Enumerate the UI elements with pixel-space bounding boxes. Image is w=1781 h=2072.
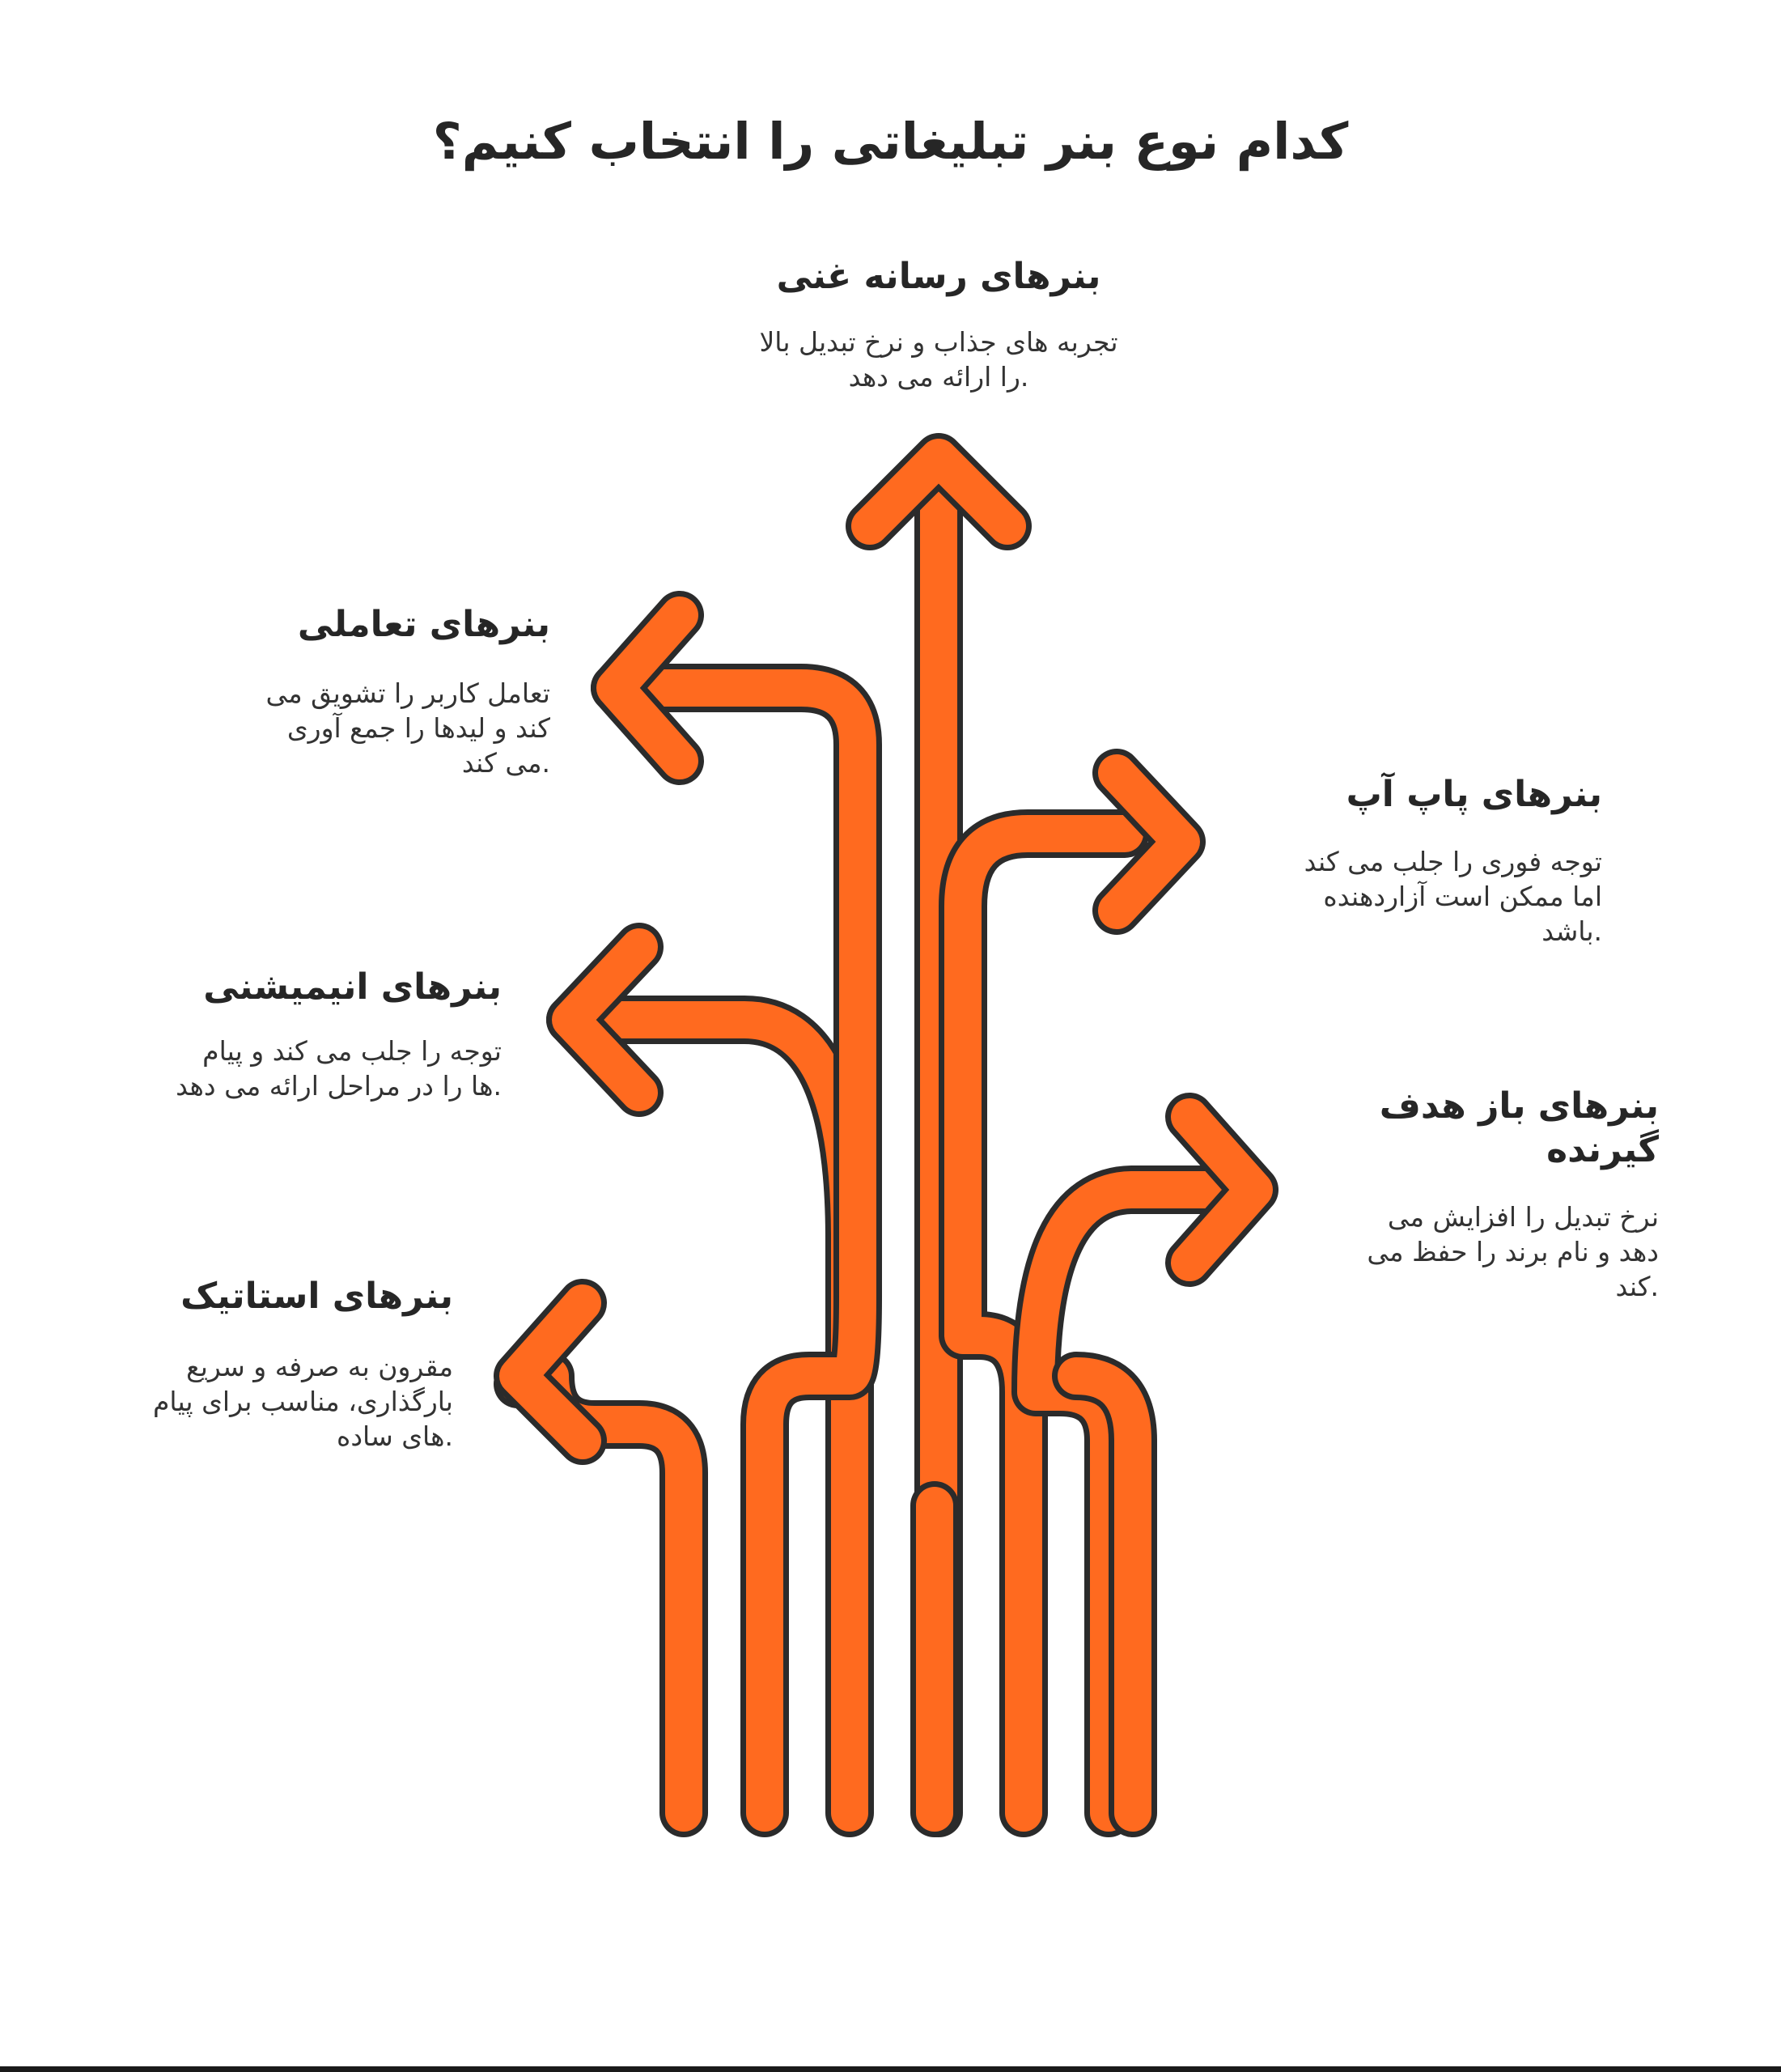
option-animated-heading: بنرهای انیمیشنی bbox=[203, 966, 502, 1008]
arrow-animated-head bbox=[552, 928, 658, 1111]
arrow-retargeting-head bbox=[1171, 1098, 1273, 1281]
arrow-side-left bbox=[1052, 1352, 1157, 1837]
arrow-interactive bbox=[591, 591, 882, 1837]
option-retargeting-desc-line-1: نرخ تبدیل را افزایش می bbox=[1387, 1201, 1659, 1233]
arrow-interactive-head bbox=[596, 597, 698, 779]
option-interactive-desc-line-2: کند و لیدها را جمع آوری bbox=[286, 712, 550, 744]
arrow-popup-head bbox=[1098, 754, 1200, 929]
arrow-rich-media-head bbox=[851, 439, 1026, 545]
option-interactive-desc-line-1: تعامل کاربر را تشویق می bbox=[265, 677, 550, 709]
option-animated-desc-line-2: .ها را در مراحل ارائه می دهد bbox=[176, 1070, 502, 1102]
option-animated: بنرهای انیمیشنی توجه را جلب می کند و پیا… bbox=[129, 966, 502, 1103]
option-retargeting-heading-line-2: گیرنده bbox=[1546, 1129, 1659, 1170]
option-retargeting: بنرهای باز هدف گیرنده نرخ تبدیل را افزای… bbox=[1319, 1085, 1659, 1304]
arrow-static-head bbox=[499, 1284, 601, 1459]
arrow-interactive-shaft bbox=[596, 669, 876, 1832]
option-rich-media-desc-line-2: .را ارائه می دهد bbox=[848, 361, 1029, 393]
arrow-side-left-shaft bbox=[1058, 1357, 1151, 1832]
bottom-border bbox=[0, 2066, 1781, 2072]
option-popup-desc-line-1: توجه فوری را جلب می کند bbox=[1304, 846, 1602, 877]
option-rich-media-heading: بنرهای رسانه غنی bbox=[776, 256, 1101, 297]
option-rich-media: بنرهای رسانه غنی تجربه های جذاب و نرخ تب… bbox=[680, 255, 1198, 394]
option-retargeting-heading-line-1: بنرهای باز هدف bbox=[1379, 1085, 1659, 1127]
option-static-heading: بنرهای استاتیک bbox=[180, 1276, 453, 1317]
option-static-desc-line-1: مقرون به صرفه و سریع bbox=[186, 1351, 453, 1382]
option-rich-media-desc-line-1: تجربه های جذاب و نرخ تبدیل بالا bbox=[759, 326, 1118, 358]
arrow-interactive-outline bbox=[591, 664, 882, 1837]
arrow-static bbox=[494, 1279, 708, 1837]
arrow-retargeting bbox=[1011, 1093, 1279, 1837]
option-popup-desc-line-2: اما ممکن است آزاردهنده bbox=[1323, 881, 1602, 912]
option-static: بنرهای استاتیک مقرون به صرفه و سریع بارگ… bbox=[105, 1275, 453, 1454]
arrow-group bbox=[494, 433, 1279, 1837]
option-popup: بنرهای پاپ آپ توجه فوری را جلب می کند ام… bbox=[1246, 773, 1602, 949]
option-interactive: بنرهای تعاملی تعامل کاربر را تشویق می کن… bbox=[194, 603, 550, 780]
option-retargeting-desc-line-3: .کند bbox=[1615, 1271, 1659, 1302]
option-interactive-heading: بنرهای تعاملی bbox=[297, 604, 550, 645]
arrow-retargeting-shaft bbox=[1017, 1171, 1224, 1832]
option-popup-desc-line-3: .باشد bbox=[1541, 915, 1602, 947]
option-interactive-desc-line-3: .می کند bbox=[461, 747, 550, 779]
option-popup-heading: بنرهای پاپ آپ bbox=[1346, 774, 1602, 815]
option-retargeting-desc-line-2: دهد و نام برند را حفظ می bbox=[1367, 1236, 1659, 1267]
option-static-desc-line-3: .های ساده bbox=[337, 1420, 453, 1452]
option-static-desc-line-2: بارگذاری، مناسب برای پیام bbox=[152, 1386, 453, 1417]
option-animated-desc-line-1: توجه را جلب می کند و پیام bbox=[202, 1035, 502, 1067]
page-title: کدام نوع بنر تبلیغاتی را انتخاب کنیم؟ bbox=[432, 112, 1349, 171]
